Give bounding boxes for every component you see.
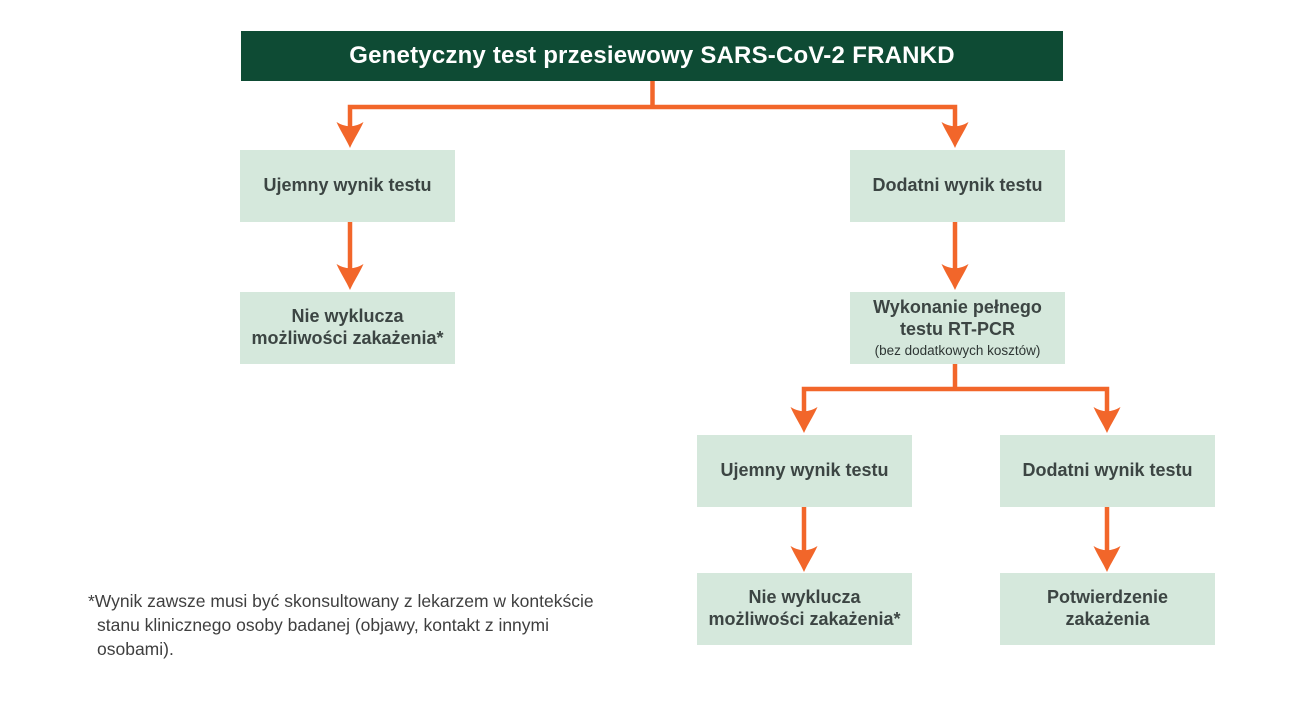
node-label-line2: testu RT-PCR bbox=[899, 318, 1015, 339]
arrowhead-icon bbox=[941, 264, 969, 290]
node-label: Ujemny wynik testu bbox=[263, 175, 432, 196]
footnote-line1: *Wynik zawsze musi być skonsultowany z l… bbox=[88, 591, 594, 611]
footnote-line3: osobami). bbox=[97, 638, 174, 659]
footnote: *Wynik zawsze musi być skonsultowany z l… bbox=[88, 590, 618, 661]
flowchart-title-text: Genetyczny test przesiewowy SARS-CoV-2 bbox=[349, 42, 846, 69]
arrowhead-icon bbox=[790, 546, 818, 572]
node-full-rtpcr-test: Wykonanie pełnego testu RT-PCR (bez doda… bbox=[850, 292, 1065, 364]
arrowhead-icon bbox=[790, 407, 818, 433]
connector-top-split bbox=[347, 104, 958, 128]
node-pcr-positive-result: Dodatni wynik testu bbox=[1000, 435, 1215, 507]
node-label-line2: możliwości zakażenia* bbox=[708, 609, 901, 629]
footnote-line2: stanu klinicznego osoby badanej (objawy,… bbox=[97, 614, 550, 635]
node-label-line1: Wykonanie pełnego bbox=[873, 296, 1042, 317]
node-label-line2: możliwości zakażenia* bbox=[251, 328, 444, 348]
node-label: Dodatni wynik testu bbox=[872, 175, 1043, 196]
arrowhead-icon bbox=[1093, 407, 1121, 433]
node-label-line2: zakażenia bbox=[1065, 609, 1150, 629]
flowchart-title-node: Genetyczny test przesiewowy SARS-CoV-2 F… bbox=[241, 31, 1063, 81]
node-pcr-negative-result: Ujemny wynik testu bbox=[697, 435, 912, 507]
arrowhead-icon bbox=[1093, 546, 1121, 572]
arrowhead-icon bbox=[336, 122, 364, 148]
node-label: Dodatni wynik testu bbox=[1022, 460, 1193, 481]
node-label: Ujemny wynik testu bbox=[720, 460, 889, 481]
node-label-line1: Nie wyklucza bbox=[748, 587, 861, 608]
node-label-line1: Potwierdzenie bbox=[1046, 587, 1169, 608]
node-sublabel: (bez dodatkowych kosztów) bbox=[874, 342, 1041, 358]
flowchart-title-brand: FRANKD bbox=[852, 42, 955, 69]
node-positive-result: Dodatni wynik testu bbox=[850, 150, 1065, 222]
connector-rtpcr-split bbox=[801, 386, 1110, 413]
node-infection-not-excluded: Nie wyklucza możliwości zakażenia* bbox=[240, 292, 455, 364]
node-label-line1: Nie wyklucza bbox=[291, 306, 404, 327]
arrowhead-icon bbox=[336, 264, 364, 290]
arrowhead-icon bbox=[941, 122, 969, 148]
node-negative-result: Ujemny wynik testu bbox=[240, 150, 455, 222]
node-pcr-infection-not-excluded: Nie wyklucza możliwości zakażenia* bbox=[697, 573, 912, 645]
node-infection-confirmed: Potwierdzenie zakażenia bbox=[1000, 573, 1215, 645]
